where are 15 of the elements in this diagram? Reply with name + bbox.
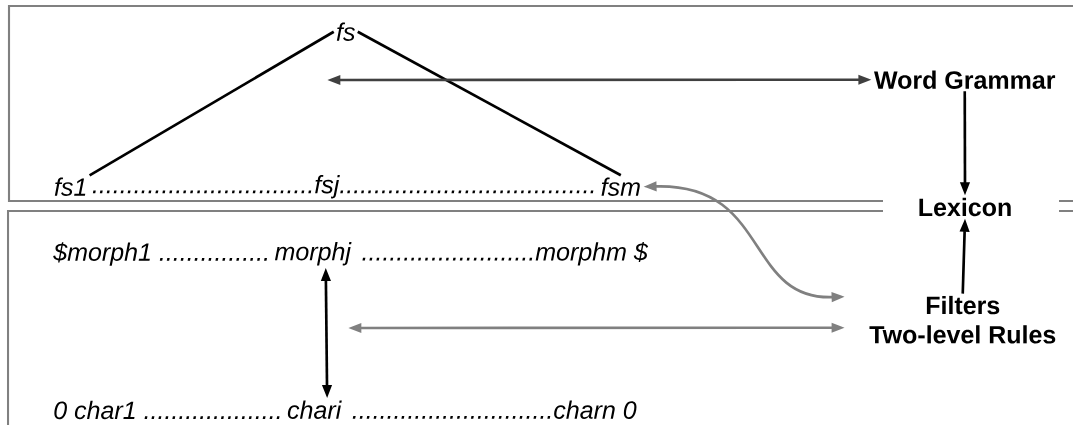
symbol-text: $morph1 ................ [53,242,267,266]
component-label: Filters Two-level Rules [869,295,1056,344]
component-label: Lexicon [919,197,1011,217]
symbol-text: 0 char1 .................... [54,400,280,420]
symbol-text: fsm [601,177,640,196]
symbol-text: .............................charn 0 [352,400,637,419]
symbol-text: chari [287,400,342,419]
branch-line [357,30,622,177]
symbol-text: fs1 [54,177,86,196]
symbol-text: ................................fsj..................................... [92,175,594,199]
component-label: Word Grammar [874,70,1056,89]
symbol-text: morphj [274,242,352,266]
branch-line [88,30,335,177]
symbol-text: fs [336,22,355,41]
symbol-text: .........................morphm $ [362,241,649,266]
